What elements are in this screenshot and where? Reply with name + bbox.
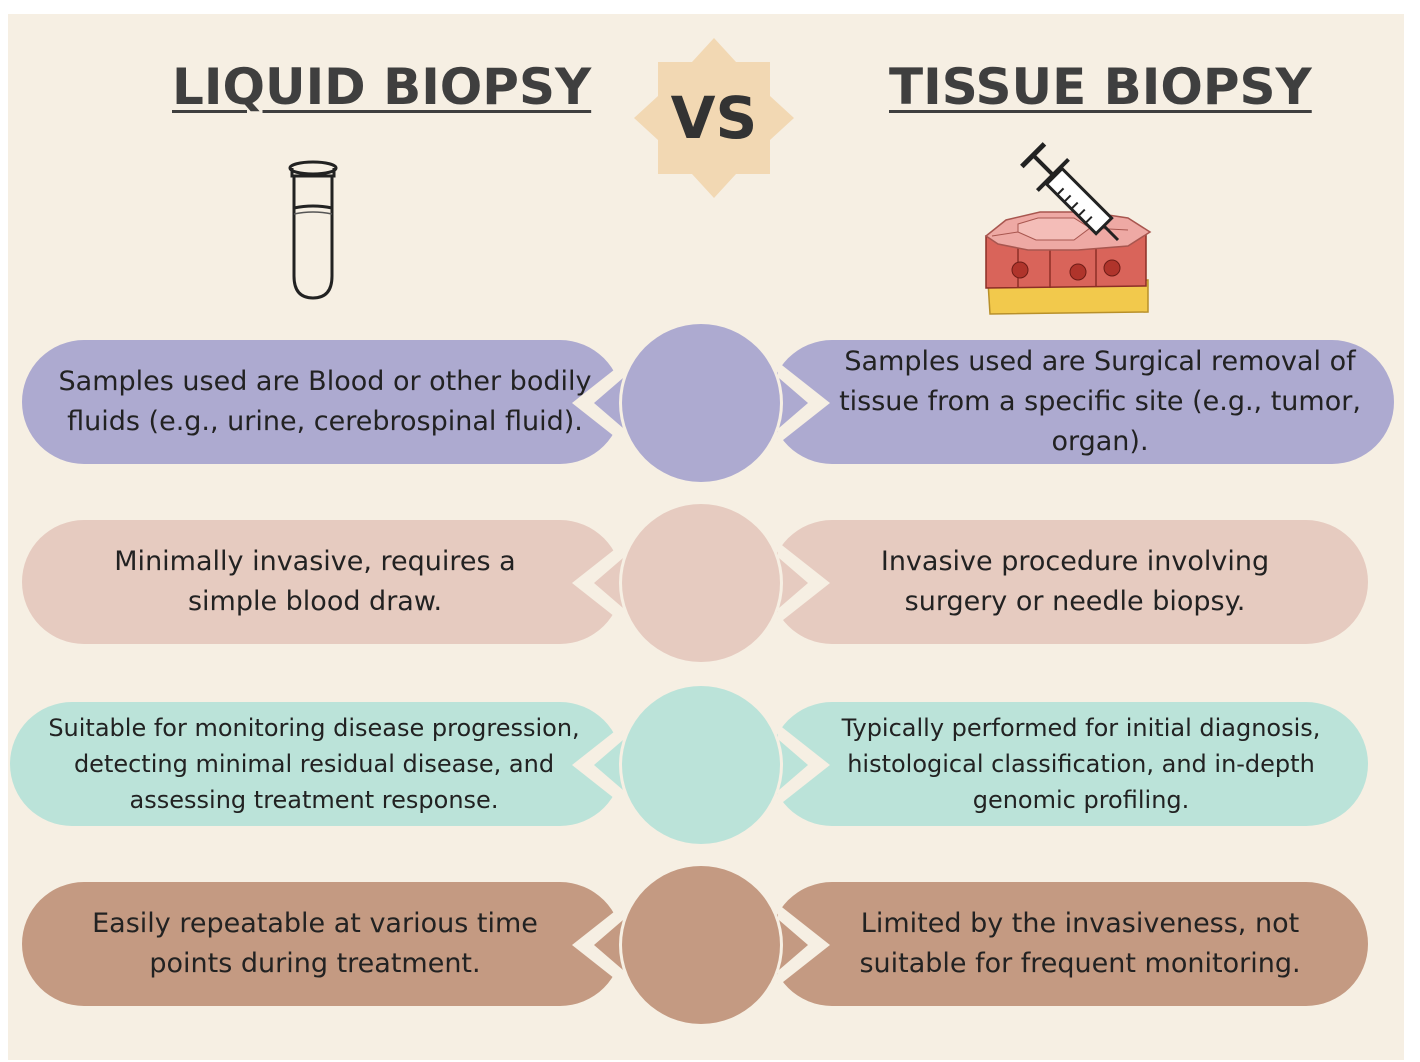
row4-right-bar — [770, 882, 1368, 1006]
row4-tissue-text: Limited by the invasiveness, not suitabl… — [859, 908, 1301, 979]
row2-tissue-text: Invasive procedure involving surgery or … — [880, 546, 1270, 617]
row1-connector-node — [572, 321, 830, 485]
liquid-biopsy-heading: LIQUID BIOPSY — [172, 58, 592, 116]
row1-left-bar — [22, 340, 622, 464]
row4-left-bar — [22, 882, 622, 1006]
vs-label: VS — [670, 84, 758, 152]
vs-badge-shape — [634, 38, 794, 198]
row3-connector-node — [572, 683, 830, 847]
test-tube-icon — [288, 160, 338, 300]
row1-right-bar — [770, 340, 1394, 464]
row3-left-bar — [10, 702, 622, 826]
tissue-biopsy-heading: TISSUE BIOPSY — [889, 58, 1312, 116]
row2-connector-node — [572, 501, 830, 665]
row2-right-bar — [770, 520, 1368, 644]
row3-right-bar — [770, 702, 1368, 826]
row1-tissue-text: Samples used are Surgical removal of tis… — [839, 346, 1361, 457]
row3-tissue-text: Typically performed for initial diagnosi… — [841, 714, 1321, 814]
vs-badge-star-icon — [634, 38, 794, 198]
row4-liquid-text: Easily repeatable at various time points… — [92, 908, 538, 979]
tissue-syringe-icon — [984, 142, 1152, 315]
row4-connector-node — [572, 863, 830, 1027]
row1-liquid-text: Samples used are Blood or other bodily f… — [58, 366, 592, 437]
row2-left-bar — [22, 520, 622, 644]
row3-liquid-text: Suitable for monitoring disease progress… — [48, 714, 580, 814]
row2-liquid-text: Minimally invasive, requires a simple bl… — [114, 546, 516, 617]
